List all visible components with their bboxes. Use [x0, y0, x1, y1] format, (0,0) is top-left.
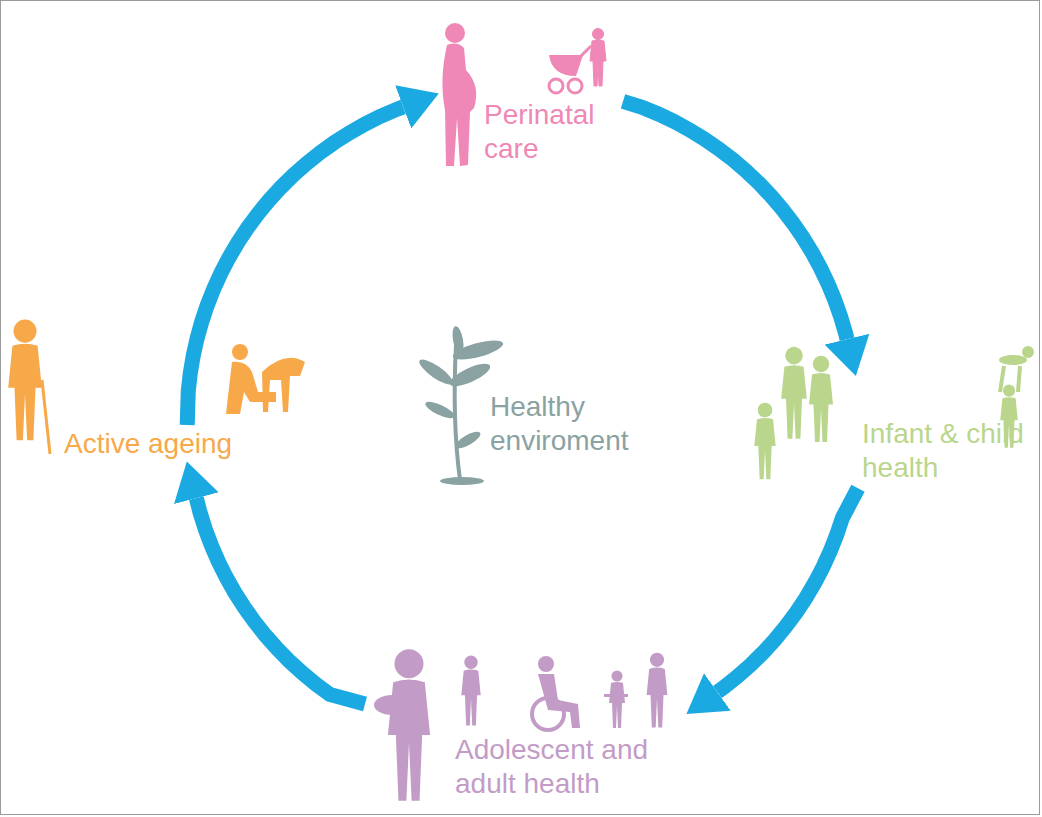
walker-icon-part [609, 671, 625, 729]
stage-node: Infant & child health [858, 345, 1039, 488]
father-lifting-child-icon-part [1018, 366, 1020, 392]
pram-icon-part [549, 79, 563, 93]
stage-label: Active ageing [64, 427, 232, 461]
father-lifting-child-icon-part [999, 355, 1027, 365]
man-on-bench-icon-part [262, 358, 305, 412]
boy-icon [461, 656, 480, 726]
man-on-bench-icon-part [226, 362, 276, 414]
pram-icon-part [590, 29, 606, 87]
plant-icon-part [416, 356, 456, 389]
walker-icon [604, 653, 667, 728]
family-icon [754, 347, 833, 480]
man-on-bench-icon-part [232, 344, 248, 360]
plant-icon-part [440, 477, 484, 485]
walking-woman-icon-part [388, 649, 430, 800]
stage-node: Adolescent and adult health [365, 645, 684, 804]
walking-woman-icon [374, 649, 430, 800]
man-on-bench-icon [226, 344, 305, 414]
elderly-woman-icon-part [42, 380, 50, 454]
elderly-woman-icon [8, 320, 50, 454]
pram-icon [549, 29, 606, 94]
pregnant-woman-icon [442, 23, 476, 166]
plant-icon-part [423, 399, 456, 422]
pram-icon-part [568, 79, 582, 93]
stage-label: Infant & child health [862, 417, 1037, 484]
pram-icon-part [580, 46, 591, 57]
boy-icon-part [461, 656, 480, 726]
pregnant-woman-icon-part [442, 44, 476, 166]
plant-icon-part [451, 325, 466, 354]
family-icon-part [809, 356, 833, 442]
wheelchair-icon-part [538, 674, 580, 728]
cycle-arrow [717, 488, 858, 692]
center-label: Healthy enviroment [490, 390, 660, 457]
cycle-arrow [623, 101, 847, 339]
father-lifting-child-icon-part [1000, 366, 1004, 392]
stage-label: Adolescent and adult health [455, 733, 680, 800]
wheelchair-icon [532, 656, 580, 730]
elderly-woman-icon-part [8, 320, 42, 441]
cycle-arrow [196, 498, 365, 704]
walker-icon-part [604, 694, 628, 697]
walking-woman-icon-part [374, 695, 410, 715]
pregnant-woman-icon-part [445, 23, 465, 43]
family-icon-part [754, 403, 775, 480]
stage-node: Active ageing [62, 425, 234, 463]
cycle-arrow [187, 107, 403, 425]
father-lifting-child-icon-part [1022, 346, 1034, 358]
stage-node: Perinatal care [438, 18, 623, 169]
stage-label: Perinatal care [484, 98, 619, 165]
pram-icon-part [549, 55, 583, 76]
wheelchair-icon-part [538, 656, 554, 672]
plant-icon-part [455, 345, 460, 480]
plant-icon-part [447, 359, 493, 390]
plant-icon-part [453, 429, 482, 452]
family-icon-part [781, 347, 807, 439]
walker-icon-part [647, 653, 668, 728]
